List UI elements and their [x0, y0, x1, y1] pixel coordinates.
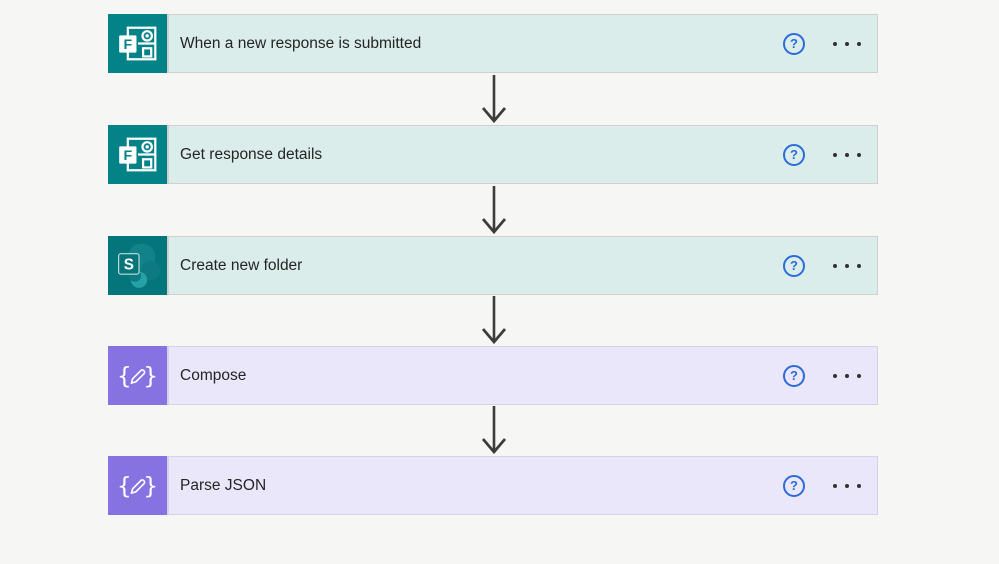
step-label: Compose [180, 366, 247, 384]
step-label: Create new folder [180, 256, 303, 274]
microsoft-forms-icon: F [108, 125, 167, 184]
svg-text:{: { [117, 362, 132, 390]
data-operations-icon: { } [108, 346, 167, 405]
help-icon[interactable]: ? [783, 32, 805, 55]
flow-step-compose[interactable]: { } Compose ? [108, 346, 878, 405]
svg-text:F: F [123, 37, 132, 53]
svg-text:S: S [124, 257, 134, 274]
data-operations-icon: { } [108, 456, 167, 515]
microsoft-forms-icon: F [108, 14, 167, 73]
svg-text:}: } [143, 472, 158, 500]
help-icon[interactable]: ? [783, 364, 805, 387]
connector-arrow[interactable] [476, 406, 512, 456]
sharepoint-icon: S [108, 236, 167, 295]
more-options-icon[interactable] [833, 372, 861, 380]
connector-arrow[interactable] [476, 186, 512, 236]
flow-step-create-folder[interactable]: S Create new folder ? [108, 236, 878, 295]
step-label: Get response details [180, 145, 323, 163]
flow-step-parse-json[interactable]: { } Parse JSON ? [108, 456, 878, 515]
svg-text:}: } [143, 362, 158, 390]
flow-step-get-response[interactable]: F Get response details ? [108, 125, 878, 184]
step-label: When a new response is submitted [180, 34, 422, 52]
svg-text:F: F [123, 148, 132, 164]
help-icon[interactable]: ? [783, 254, 805, 277]
step-label: Parse JSON [180, 476, 267, 494]
svg-text:{: { [117, 472, 132, 500]
more-options-icon[interactable] [833, 40, 861, 48]
more-options-icon[interactable] [833, 151, 861, 159]
flow-step-trigger[interactable]: F When a new response is submitted ? [108, 14, 878, 73]
help-icon[interactable]: ? [783, 474, 805, 497]
more-options-icon[interactable] [833, 262, 861, 270]
connector-arrow[interactable] [476, 75, 512, 125]
more-options-icon[interactable] [833, 482, 861, 490]
connector-arrow[interactable] [476, 296, 512, 346]
help-icon[interactable]: ? [783, 143, 805, 166]
